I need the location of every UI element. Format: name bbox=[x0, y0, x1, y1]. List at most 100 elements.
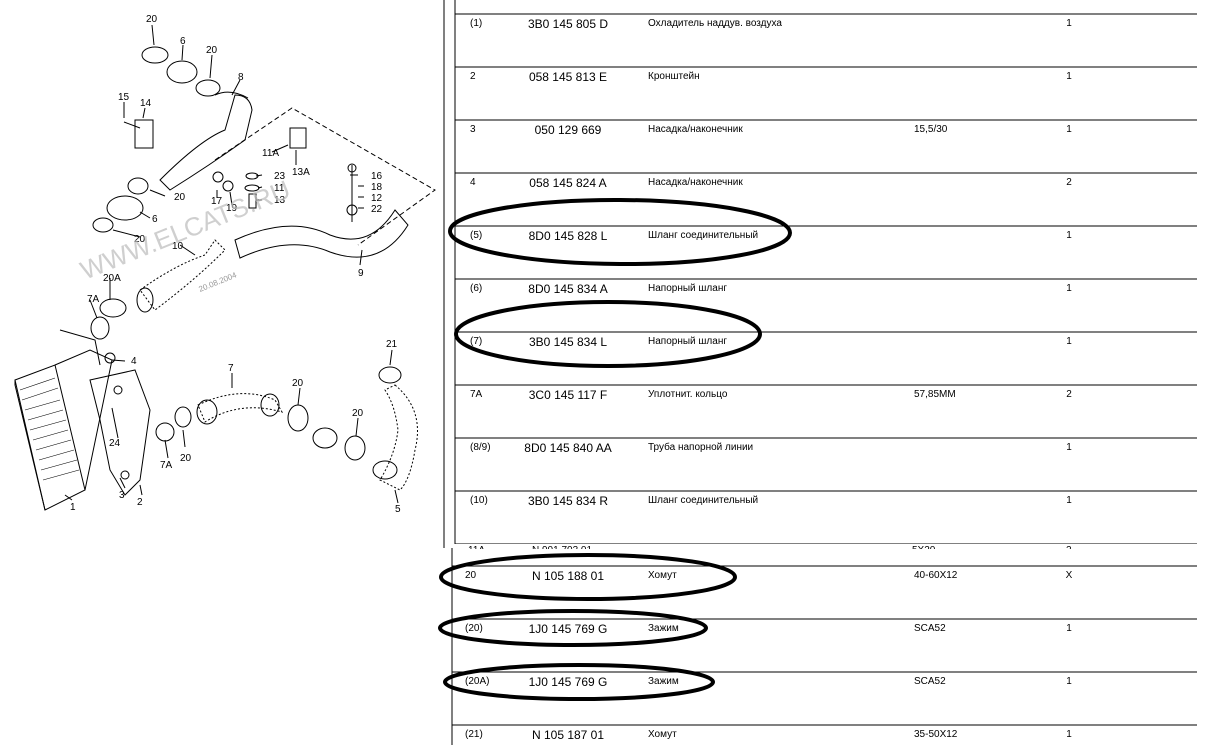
sensor-14 bbox=[134, 119, 154, 149]
row-description: Труба напорной линии bbox=[648, 441, 753, 453]
hose-8 bbox=[159, 94, 253, 191]
row-description: Шланг соединительный bbox=[648, 230, 758, 241]
assembly-outline bbox=[214, 107, 436, 246]
row-description: Зажим bbox=[648, 623, 679, 634]
row-note: 40-60X12 bbox=[914, 570, 958, 581]
row-quantity: 1 bbox=[1066, 442, 1072, 453]
hose-5 bbox=[379, 384, 418, 491]
row-description: Напорный шланг bbox=[648, 336, 727, 347]
row-description: Охладитель наддув. воздуха bbox=[648, 18, 782, 29]
row-part-number: 050 129 669 bbox=[535, 123, 602, 137]
svg-text:4: 4 bbox=[131, 356, 137, 367]
svg-text:20: 20 bbox=[292, 378, 304, 389]
row-description: Шланг соединительный bbox=[648, 495, 758, 506]
row-quantity: 1 bbox=[1066, 676, 1072, 687]
svg-text:20: 20 bbox=[174, 192, 186, 203]
row-position: 4 bbox=[470, 177, 476, 188]
row-position: (5) bbox=[470, 230, 482, 241]
hose-6-left bbox=[106, 195, 144, 221]
row-description: Насадка/наконечник bbox=[648, 124, 743, 135]
callout: 20 bbox=[146, 14, 158, 25]
row-quantity: 1 bbox=[1066, 623, 1072, 634]
row-position: (21) bbox=[465, 729, 483, 740]
row-part-number: 3B0 145 805 D bbox=[528, 17, 608, 31]
pipe-9 bbox=[234, 209, 409, 259]
svg-text:12: 12 bbox=[371, 193, 383, 204]
row-part-number: 3C0 145 117 F bbox=[529, 388, 608, 402]
row-quantity: 1 bbox=[1066, 729, 1072, 740]
svg-text:1: 1 bbox=[70, 502, 76, 513]
svg-text:13A: 13A bbox=[292, 167, 310, 178]
row-position: 7A bbox=[470, 389, 483, 400]
svg-text:18: 18 bbox=[371, 182, 383, 193]
row-quantity: X bbox=[1066, 570, 1073, 581]
parts-diagram: 20 6 20 8 15 14 11A 13A 23 11 13 16 18 1… bbox=[14, 14, 436, 515]
svg-text:13: 13 bbox=[274, 195, 286, 206]
row-position: 2 bbox=[470, 71, 476, 82]
highlight-ellipse bbox=[438, 609, 708, 647]
row-description: Напорный шланг bbox=[648, 283, 727, 294]
row-part-number: 3B0 145 834 R bbox=[528, 494, 608, 508]
row-quantity: 1 bbox=[1066, 18, 1072, 29]
svg-text:21: 21 bbox=[386, 339, 398, 350]
highlight-ellipse bbox=[439, 553, 737, 601]
row-description: Хомут bbox=[648, 570, 677, 581]
svg-text:6: 6 bbox=[152, 214, 158, 225]
row-description: Кронштейн bbox=[648, 71, 700, 82]
row-part-number: 8D0 145 840 AA bbox=[524, 441, 611, 455]
svg-text:10: 10 bbox=[172, 241, 184, 252]
row-part-number: N 105 187 01 bbox=[532, 728, 604, 742]
seal-7A-left bbox=[90, 316, 110, 340]
highlight-ellipse bbox=[443, 663, 715, 701]
hose-7 bbox=[197, 393, 284, 423]
svg-text:17: 17 bbox=[211, 196, 223, 207]
svg-text:24: 24 bbox=[109, 438, 121, 449]
svg-text:11A: 11A bbox=[262, 148, 279, 159]
row-note: SCA52 bbox=[914, 623, 946, 634]
row-position: (10) bbox=[470, 495, 488, 506]
row-description: Насадка/наконечник bbox=[648, 177, 743, 188]
row-position: (8/9) bbox=[470, 442, 491, 453]
row-description: Зажим bbox=[648, 676, 679, 687]
row-part-number: 3B0 145 834 L bbox=[529, 335, 607, 349]
row-quantity: 1 bbox=[1066, 336, 1072, 347]
hose-10 bbox=[139, 239, 226, 311]
row-part-number: 8D0 145 834 A bbox=[528, 282, 607, 296]
row-part-number: 058 145 813 E bbox=[529, 70, 607, 84]
row-description: Уплотнит. кольцо bbox=[648, 389, 728, 400]
svg-text:14: 14 bbox=[140, 98, 152, 109]
row-position: 20 bbox=[465, 570, 477, 581]
svg-text:19: 19 bbox=[226, 203, 238, 214]
highlight-ellipse bbox=[448, 197, 792, 267]
row-quantity: 1 bbox=[1066, 230, 1072, 241]
svg-text:9: 9 bbox=[358, 268, 364, 279]
svg-text:16: 16 bbox=[371, 171, 383, 182]
row-part-number: 8D0 145 828 L bbox=[529, 229, 608, 243]
svg-text:6: 6 bbox=[180, 36, 186, 47]
svg-text:23: 23 bbox=[274, 171, 286, 182]
row-part-number: 1J0 145 769 G bbox=[529, 622, 608, 636]
svg-text:8: 8 bbox=[238, 72, 244, 83]
row-part-number: 058 145 824 A bbox=[529, 176, 606, 190]
row-quantity: 1 bbox=[1066, 495, 1072, 506]
clamp-20-top bbox=[141, 46, 169, 64]
svg-text:20: 20 bbox=[352, 408, 364, 419]
svg-text:11: 11 bbox=[274, 183, 285, 194]
svg-text:20: 20 bbox=[180, 453, 192, 464]
row-position: (20) bbox=[465, 623, 483, 634]
row-note: SCA52 bbox=[914, 676, 946, 687]
row-position: (1) bbox=[470, 18, 482, 29]
svg-text:20A: 20A bbox=[103, 273, 121, 284]
row-position: (20A) bbox=[465, 676, 489, 687]
bracket-2 bbox=[89, 369, 151, 496]
svg-text:7: 7 bbox=[228, 363, 234, 374]
svg-text:7A: 7A bbox=[87, 294, 100, 305]
row-position: (7) bbox=[470, 336, 482, 347]
row-quantity: 1 bbox=[1066, 71, 1072, 82]
row-position: (6) bbox=[470, 283, 482, 294]
row-note: 57,85MM bbox=[914, 389, 956, 400]
svg-text:20: 20 bbox=[206, 45, 218, 56]
row-part-number: 1J0 145 769 G bbox=[529, 675, 608, 689]
row-quantity: 2 bbox=[1066, 389, 1072, 400]
